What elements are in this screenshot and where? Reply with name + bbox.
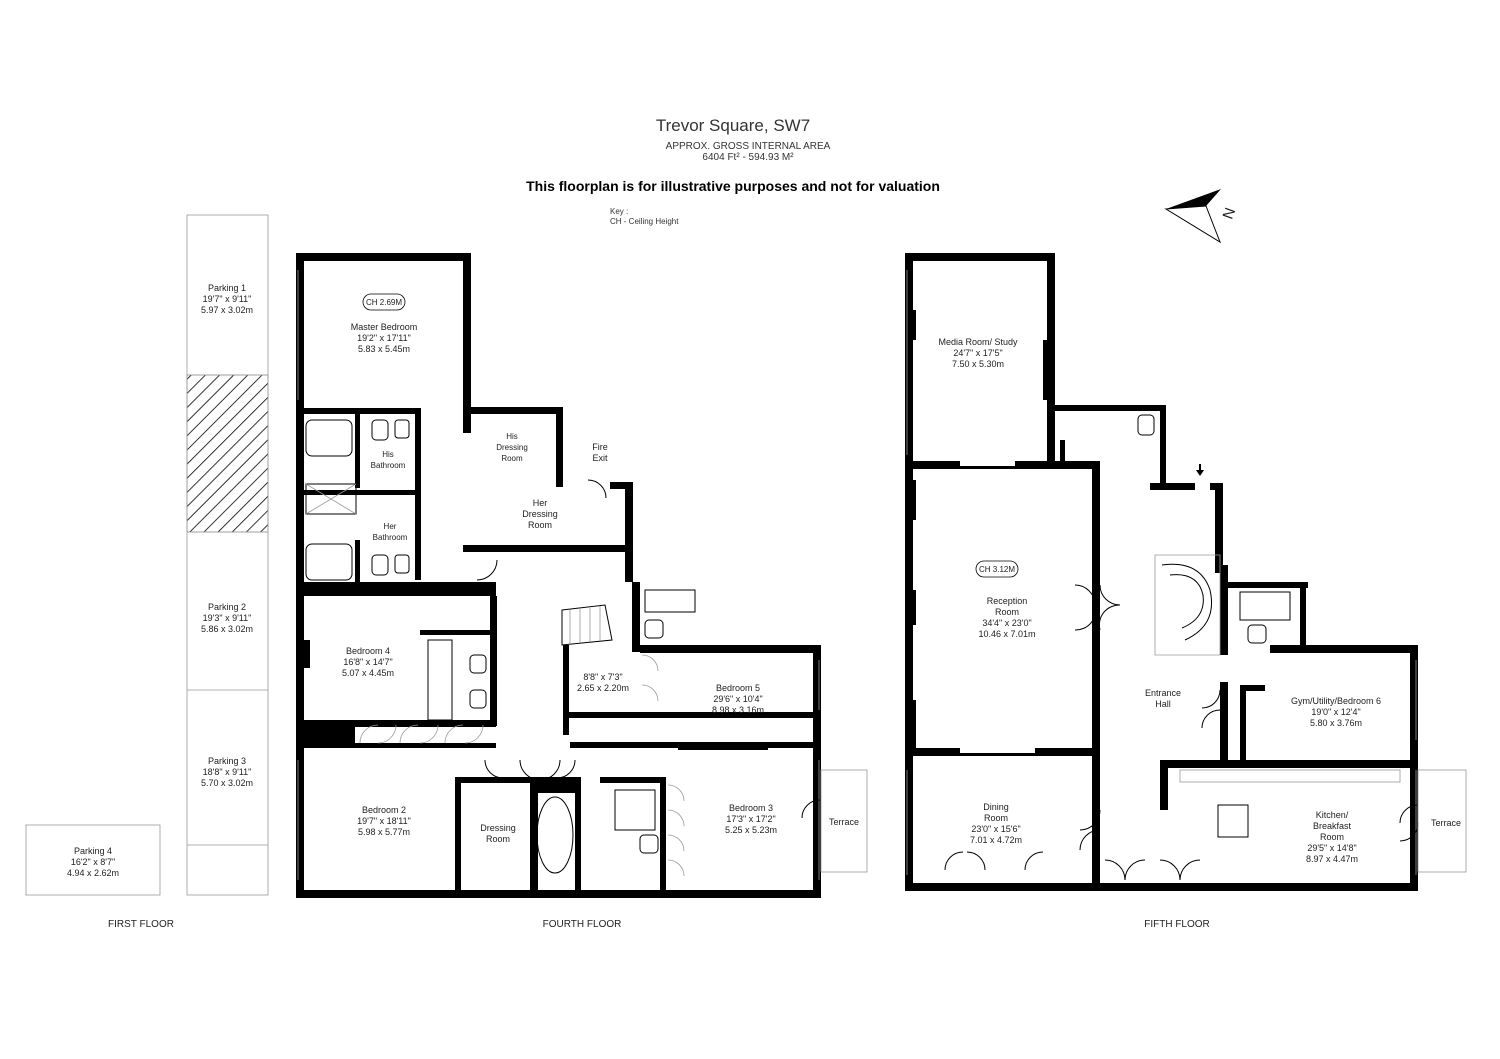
disclaimer: This floorplan is for illustrative purpo…: [526, 178, 940, 194]
key-ch: CH - Ceiling Height: [610, 217, 679, 226]
first-floor-label: FIRST FLOOR: [108, 919, 174, 930]
fourth-floor-plan: [296, 253, 868, 898]
north-arrow-icon: [1164, 189, 1222, 244]
fourth-floor-label: FOURTH FLOOR: [542, 919, 622, 930]
fifth-floor-label: FIFTH FLOOR: [1144, 919, 1210, 930]
key-title: Key :: [610, 207, 629, 216]
first-floor-plan: [25, 214, 269, 896]
ch-label-fourth: CH 2.69M: [365, 298, 403, 307]
entrance-arrow-icon: [1196, 464, 1204, 476]
terrace-fifth: Terrace: [1430, 818, 1462, 828]
hatched-area: [186, 374, 269, 533]
ch-badge-fifth: [975, 560, 1019, 578]
parking-4-outline: [25, 824, 161, 896]
area-value: 6404 Ft² - 594.93 M²: [702, 152, 794, 163]
area-caption: APPROX. GROSS INTERNAL AREA: [665, 141, 831, 152]
ch-label-fifth: CH 3.12M: [978, 565, 1016, 574]
key-legend: Key : CH - Ceiling Height: [610, 207, 678, 227]
room-small: 8'8" x 7'3"2.65 x 2.20m: [576, 672, 630, 693]
ch-badge-fourth: [362, 293, 406, 311]
plan-title: Trevor Square, SW7: [655, 116, 811, 135]
fifth-floor-plan: [905, 253, 1467, 891]
terrace-fourth: Terrace: [828, 817, 860, 827]
parking-strip: [186, 214, 269, 896]
